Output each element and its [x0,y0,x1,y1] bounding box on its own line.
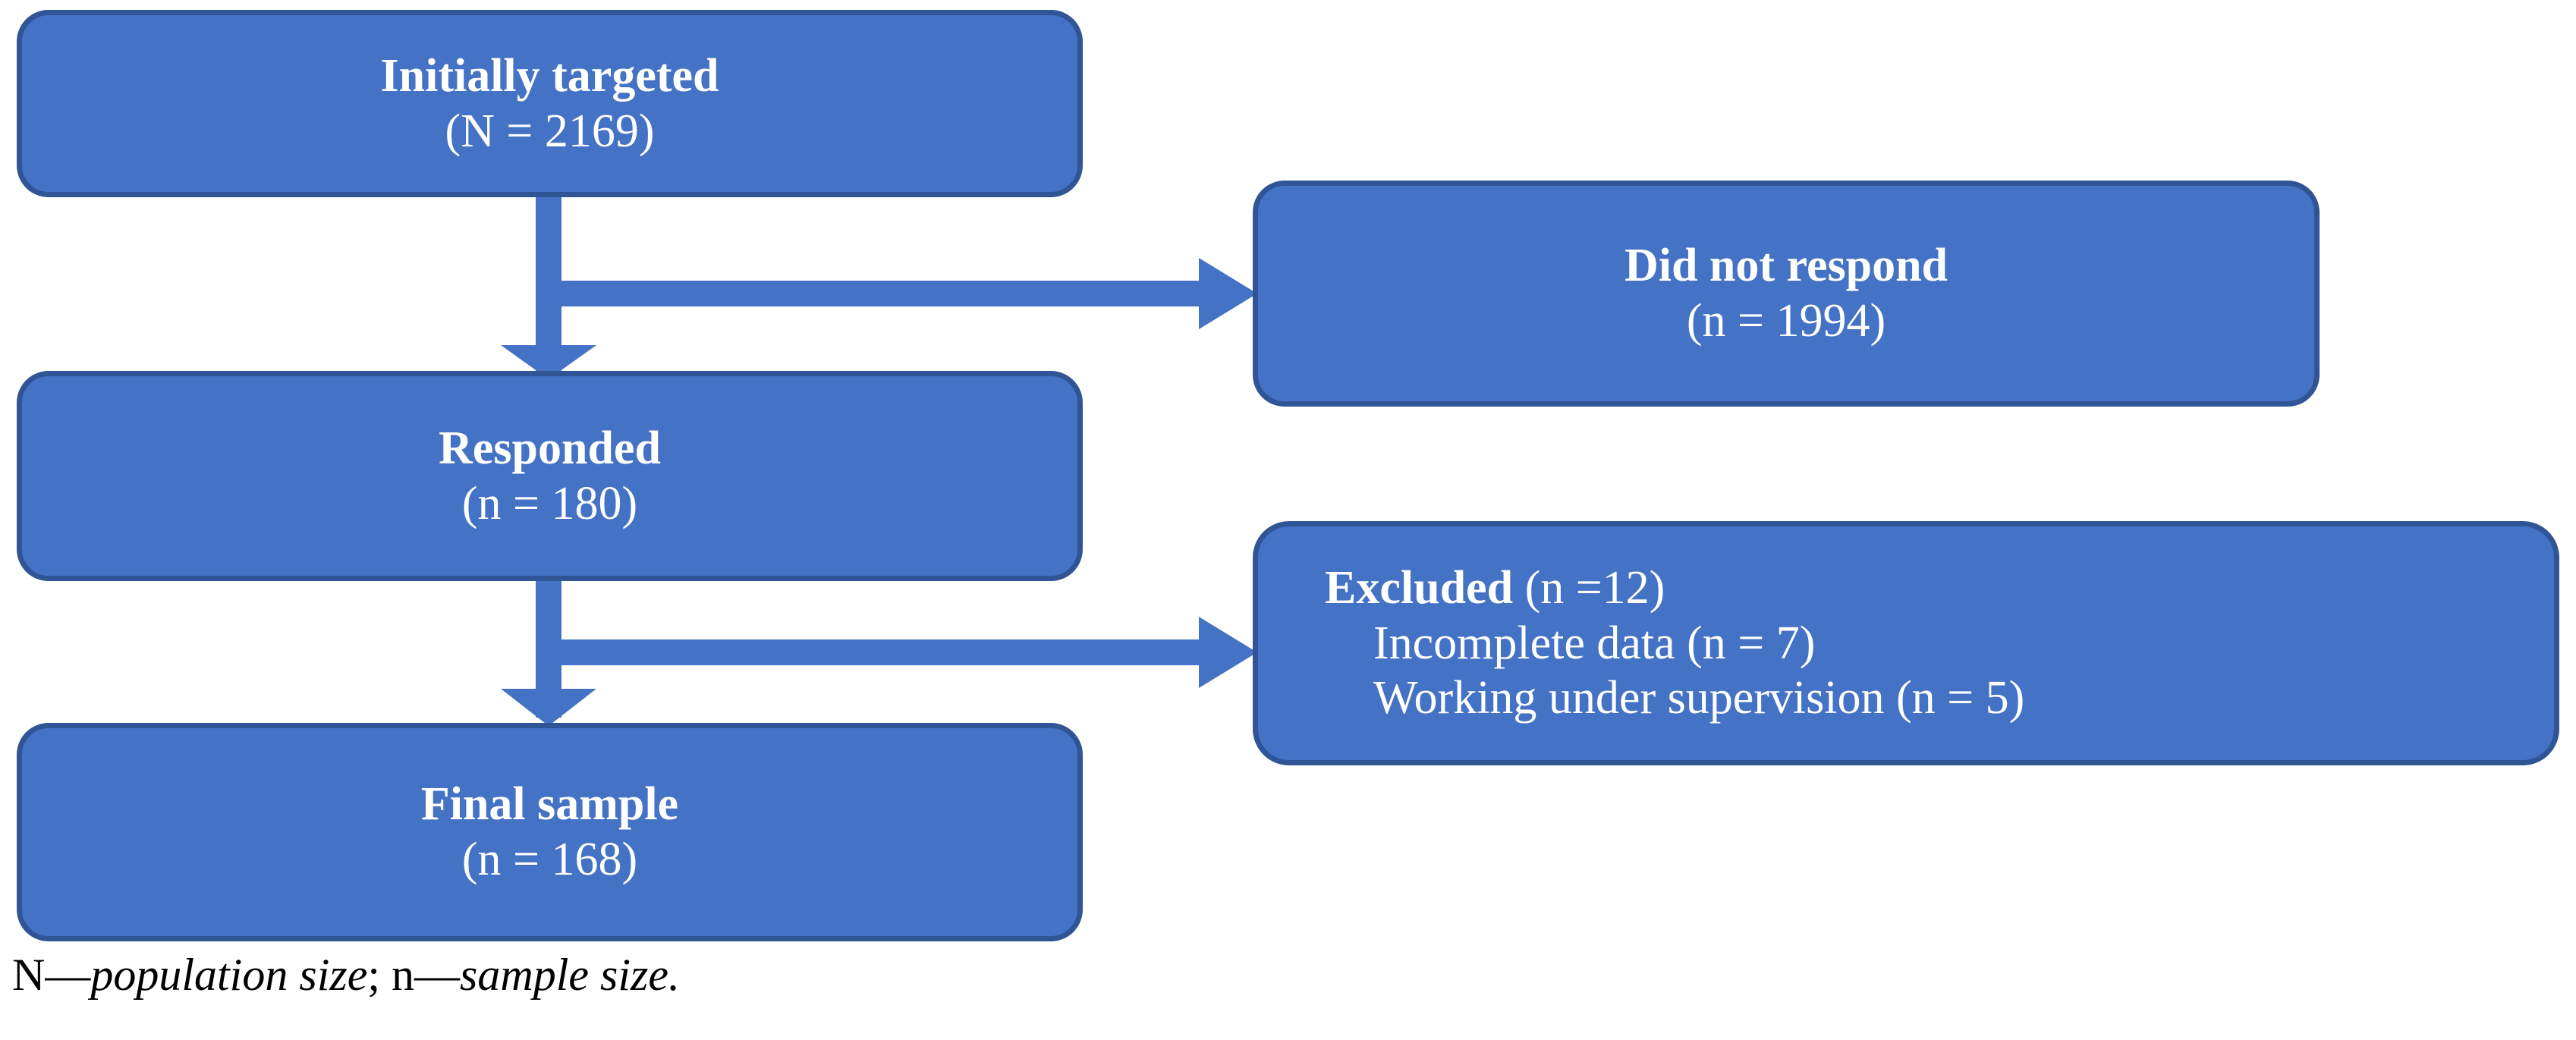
box-did-not-respond-title: Did not respond [1624,240,1949,292]
box-did-not-respond-count: (n = 1994) [1686,295,1886,347]
caption-dash-2: — [414,950,461,1000]
caption-n-label: n [392,950,415,1000]
arrow-initially-targeted-to-did-not-respond [549,258,1257,329]
box-final-sample[interactable]: Final sample (n = 168) [17,723,1083,941]
box-excluded-title: Excluded [1325,562,1514,614]
box-initially-targeted-title: Initially targeted [380,49,719,102]
caption-separator: ; [367,950,392,1000]
box-did-not-respond[interactable]: Did not respond (n = 1994) [1253,181,2320,407]
figure-caption: N—population size; n—sample size. [12,952,680,998]
box-responded-count: (n = 180) [461,477,638,529]
box-final-sample-title: Final sample [420,778,679,831]
box-initially-targeted[interactable]: Initially targeted (N = 2169) [17,10,1083,197]
caption-dash-1: — [45,950,91,1000]
arrow-responded-to-final-sample [501,581,596,726]
caption-N-label: N [12,950,46,1000]
box-responded-title: Responded [439,422,661,474]
box-excluded-reason-1: Incomplete data (n = 7) [1373,617,1816,669]
caption-n-meaning: sample size [460,950,669,1000]
box-excluded[interactable]: Excluded (n =12) Incomplete data (n = 7)… [1253,521,2559,765]
box-excluded-reason-2: Working under supervision (n = 5) [1373,672,2025,724]
arrow-initially-targeted-to-responded [501,197,596,379]
box-responded[interactable]: Responded (n = 180) [17,371,1083,581]
box-excluded-heading: Excluded (n =12) [1325,561,1665,616]
caption-N-meaning: population size [90,950,368,1000]
box-excluded-count: (n =12) [1524,562,1665,614]
box-excluded-spacer [1513,562,1525,614]
arrow-responded-to-excluded [549,617,1257,688]
box-initially-targeted-count: (N = 2169) [445,105,655,157]
caption-period: . [668,950,681,1000]
box-final-sample-count: (n = 168) [461,834,638,885]
